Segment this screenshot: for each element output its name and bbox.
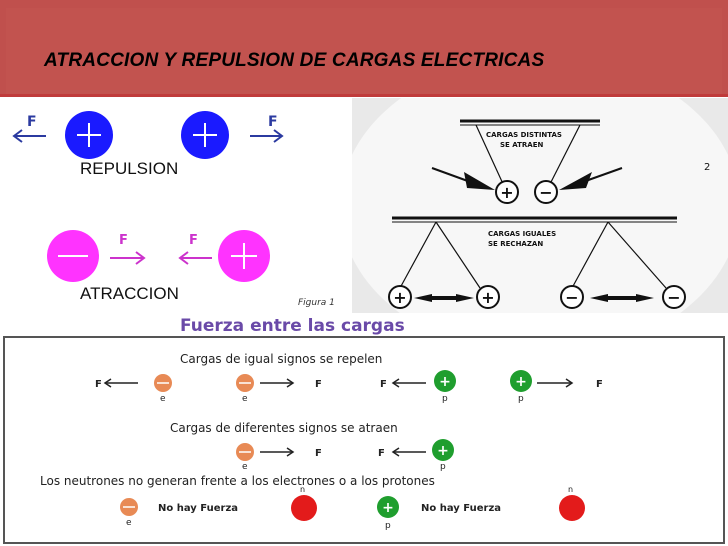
svg-text:n: n [300, 485, 305, 494]
svg-text:F: F [95, 379, 102, 390]
arrow-left-magenta-icon [178, 251, 212, 265]
forces-between-charges: Fuerza entre las cargas Cargas de igual … [0, 313, 728, 546]
left-figure-svg: F F REPULSION F F [12, 111, 335, 308]
bottom-negative-ball-1: − [560, 285, 584, 309]
title-bar: ATRACCION Y REPULSION DE CARGAS ELECTRIC… [0, 0, 728, 97]
svg-text:+: + [481, 288, 494, 307]
row3-proton-no-force: + p No hay Fuerza n [377, 485, 585, 531]
top-positive-ball: + [495, 180, 519, 204]
svg-text:+: + [515, 374, 527, 390]
forces-heading: Fuerza entre las cargas [180, 316, 405, 336]
negative-charge-magenta [47, 230, 99, 282]
svg-text:+: + [382, 500, 394, 516]
force-label-attract-1: F [119, 233, 128, 248]
title-bar-background [0, 0, 728, 94]
positive-charge-blue-2 [181, 111, 229, 159]
force-label-left: F [27, 114, 37, 130]
svg-text:n: n [568, 485, 573, 494]
arrow-left-icon [12, 129, 46, 143]
row1-caption: Cargas de igual signos se repelen [180, 352, 382, 366]
svg-text:No hay Fuerza: No hay Fuerza [421, 503, 501, 514]
row2-electron: e F [236, 443, 322, 472]
svg-text:e: e [242, 462, 248, 472]
svg-text:+: + [500, 183, 513, 202]
svg-text:−: − [565, 288, 578, 307]
row1-proton-1: F + p [380, 370, 456, 404]
force-label-attract-2: F [189, 233, 198, 248]
row1-electron-2: e F [236, 374, 322, 404]
repulsion-attraction-figure: F F REPULSION F F [0, 98, 350, 313]
svg-text:F: F [378, 448, 385, 459]
row3-electron-no-force: e No hay Fuerza n [120, 485, 317, 528]
arrow-right-icon [250, 129, 284, 143]
row1-proton-2: + p F [510, 370, 603, 404]
svg-text:e: e [126, 518, 132, 528]
svg-text:No hay Fuerza: No hay Fuerza [158, 503, 238, 514]
bottom-positive-ball-2: + [476, 285, 500, 309]
arrow-right-magenta-icon [110, 251, 146, 265]
svg-text:F: F [596, 379, 603, 390]
attraction-arrow-right-icon [559, 167, 623, 190]
svg-text:−: − [539, 183, 552, 202]
svg-text:−: − [667, 288, 680, 307]
svg-text:e: e [242, 394, 248, 404]
bottom-caption-line1: CARGAS IGUALES [488, 230, 556, 238]
top-caption-line2: SE ATRAEN [500, 141, 543, 149]
bottom-positive-ball-1: + [388, 285, 412, 309]
top-negative-ball: − [534, 180, 558, 204]
attraction-arrow-left-icon [431, 167, 495, 190]
svg-text:+: + [439, 374, 451, 390]
pendulum-svg: CARGAS DISTINTAS SE ATRAEN + − 2 CARGAS … [352, 98, 728, 313]
top-caption-line1: CARGAS DISTINTAS [486, 131, 562, 139]
svg-text:+: + [437, 443, 449, 459]
attraction-label: ATRACCION [80, 284, 179, 303]
positive-charge-blue-1 [65, 111, 113, 159]
row2-proton: F + p [378, 439, 454, 472]
positive-charge-magenta [218, 230, 270, 282]
svg-text:p: p [440, 462, 446, 472]
pendulum-figure: CARGAS DISTINTAS SE ATRAEN + − 2 CARGAS … [352, 98, 728, 313]
svg-text:p: p [442, 394, 448, 404]
row2-caption: Cargas de diferentes signos se atraen [170, 421, 398, 435]
bottom-caption-line2: SE RECHAZAN [488, 240, 543, 248]
repulsion-arrows-right-icon [590, 294, 654, 302]
svg-text:p: p [385, 521, 391, 531]
slide-title: ATRACCION Y REPULSION DE CARGAS ELECTRIC… [44, 50, 545, 71]
svg-text:F: F [315, 379, 322, 390]
figure-mark: 2 [704, 162, 710, 173]
svg-text:F: F [380, 379, 387, 390]
force-label-right: F [268, 114, 278, 130]
forces-frame [3, 336, 725, 544]
svg-text:+: + [393, 288, 406, 307]
bottom-negative-ball-2: − [662, 285, 686, 309]
row1-electron-1: F e [95, 374, 172, 404]
forces-svg: Fuerza entre las cargas Cargas de igual … [3, 316, 725, 544]
svg-text:p: p [518, 394, 524, 404]
repulsion-label: REPULSION [80, 159, 178, 178]
repulsion-arrows-left-icon [414, 294, 474, 302]
row3-caption: Los neutrones no generan frente a los el… [40, 474, 435, 488]
figure-caption: Figura 1 [298, 298, 335, 308]
svg-text:e: e [160, 394, 166, 404]
svg-text:F: F [315, 448, 322, 459]
